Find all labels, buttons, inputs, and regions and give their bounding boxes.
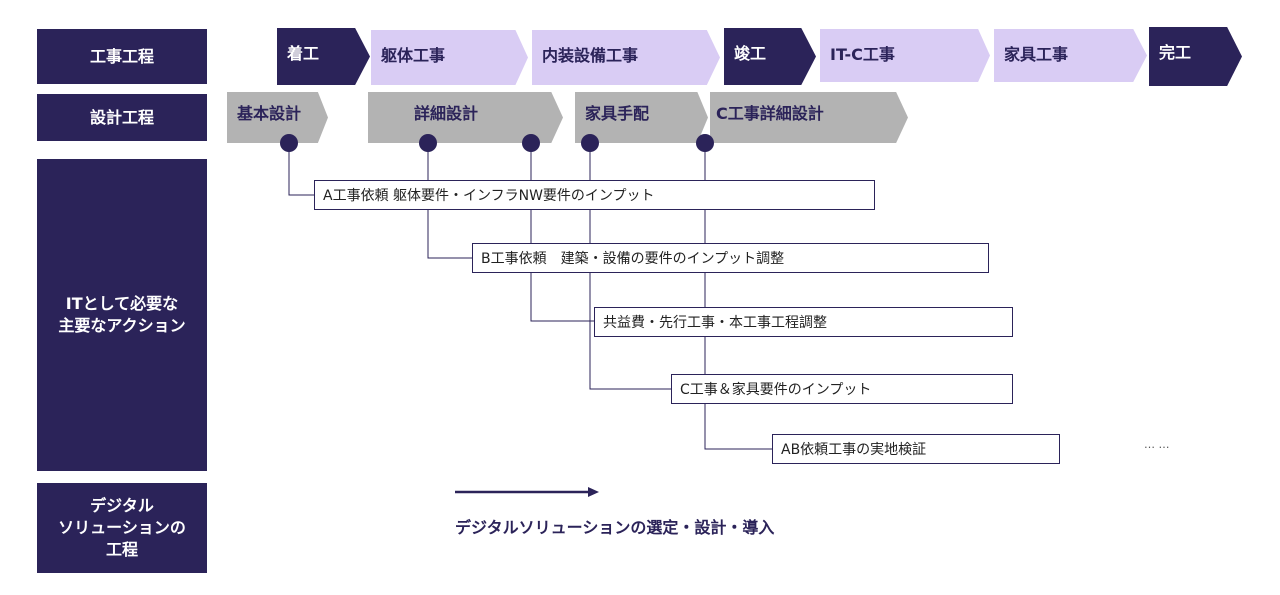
ellipsis: … … <box>1144 438 1170 451</box>
phase-kutai: 躯体工事 <box>371 30 528 85</box>
phase-chakko: 着工 <box>277 28 370 85</box>
connector-c <box>530 143 594 322</box>
row-label-digital: デジタル ソリューションの 工程 <box>37 483 207 573</box>
action-a: A工事依頼 躯体要件・インフラNW要件のインプット <box>314 180 875 210</box>
milestone-dot <box>522 134 540 152</box>
design-kihon: 基本設計 <box>227 92 328 143</box>
milestone-dot <box>280 134 298 152</box>
action-c: 共益費・先行工事・本工事工程調整 <box>594 307 1013 337</box>
milestone-dot <box>419 134 437 152</box>
row-label-it-actions: ITとして必要な 主要なアクション <box>37 159 207 471</box>
arrow-head-icon <box>588 487 599 497</box>
phase-naiso: 内装設備工事 <box>532 30 720 85</box>
milestone-dot <box>581 134 599 152</box>
action-d: C工事＆家具要件のインプット <box>671 374 1013 404</box>
row-label-construction: 工事工程 <box>37 29 207 84</box>
design-c-shosai: C工事詳細設計 <box>710 92 908 143</box>
phase-kanko: 完工 <box>1149 27 1242 86</box>
phase-kagu: 家具工事 <box>994 29 1147 82</box>
phase-shunko: 竣工 <box>724 28 816 85</box>
row-label-design: 設計工程 <box>37 94 207 141</box>
milestone-dot <box>696 134 714 152</box>
action-e: AB依頼工事の実地検証 <box>772 434 1060 464</box>
design-kagu-tehai: 家具手配 <box>575 92 708 143</box>
connector-a <box>288 143 314 196</box>
action-b: B工事依頼 建築・設備の要件のインプット調整 <box>472 243 989 273</box>
phase-itc: IT-C工事 <box>820 29 990 82</box>
digital-process-text: デジタルソリューションの選定・設計・導入 <box>455 518 775 537</box>
connector-d <box>589 143 671 390</box>
